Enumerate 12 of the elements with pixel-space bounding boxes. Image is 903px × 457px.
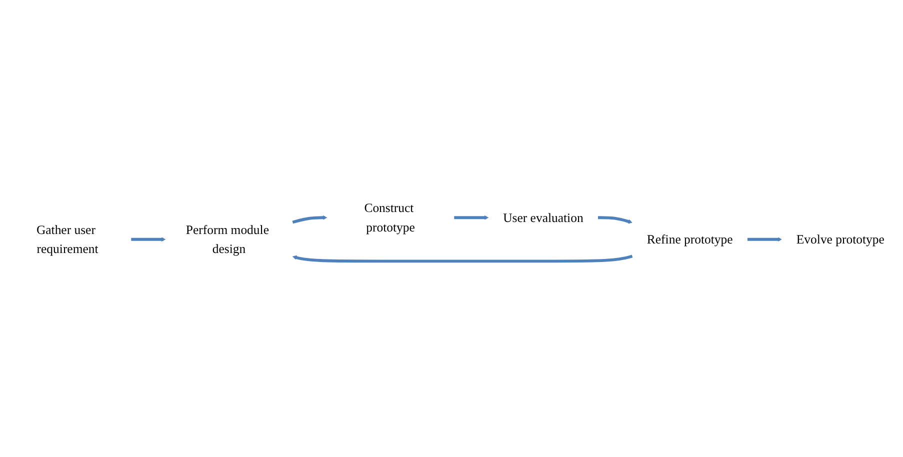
- node-text: Gather user requirement: [36, 222, 98, 256]
- node-text: Evolve prototype: [796, 232, 884, 246]
- node-text: Construct prototype: [364, 200, 415, 234]
- node-text: User evaluation: [503, 210, 584, 225]
- arrow: [292, 254, 633, 263]
- arrow: [292, 215, 328, 224]
- node-text: Perform module design: [186, 222, 269, 256]
- node-text: Refine prototype: [646, 232, 733, 246]
- arrow: [598, 216, 632, 224]
- arrow: [454, 215, 489, 220]
- arrow: [747, 237, 782, 242]
- arrow: [131, 237, 166, 242]
